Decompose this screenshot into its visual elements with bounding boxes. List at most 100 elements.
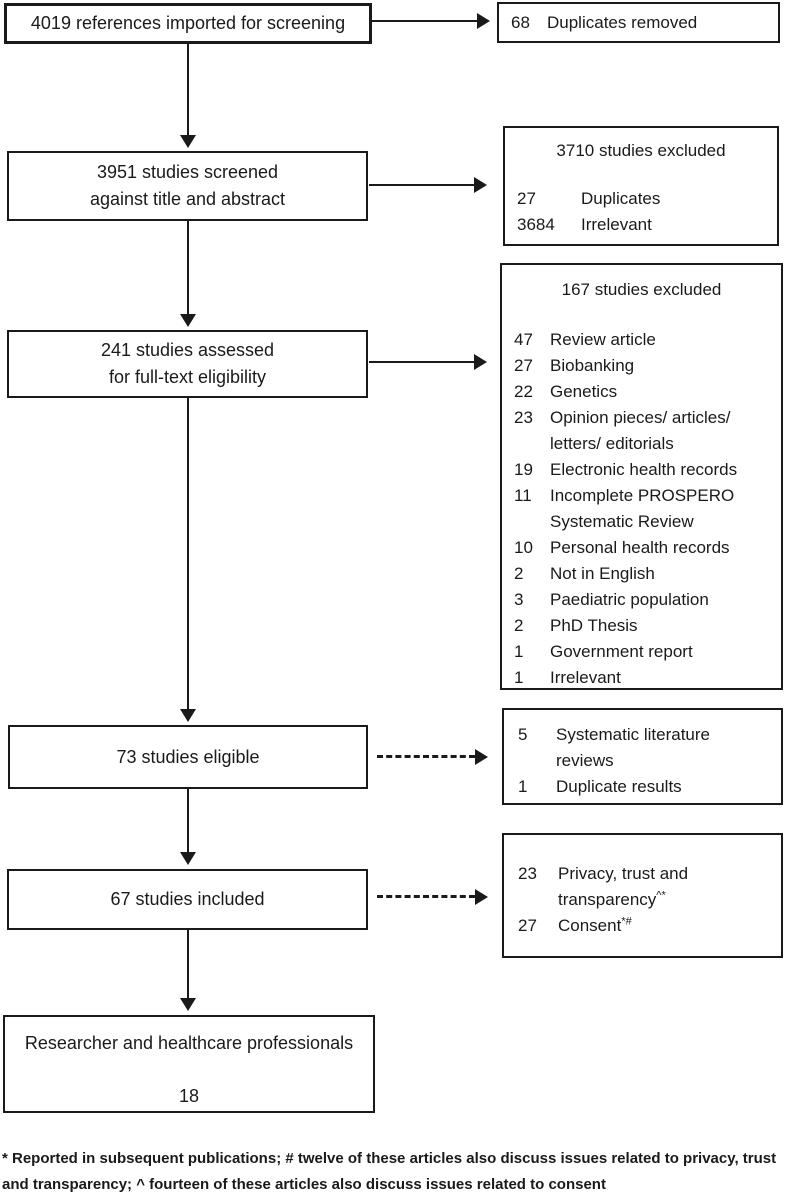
exclusion-item-count: 3684 — [517, 215, 555, 234]
exclusion-item: 10 Personal health records — [514, 535, 769, 561]
exclusion-item-label: Electronic health records — [550, 460, 738, 479]
arrow-screened-to-excluded-head-icon — [474, 177, 487, 193]
studies-included-text: 67 studies included — [110, 889, 265, 909]
exclusion-item-label: Incomplete PROSPERO Systematic Review — [550, 486, 735, 531]
exclusion-item-label: Genetics — [550, 382, 618, 401]
arrow-eligible-to-notes-dashed-line — [377, 755, 475, 758]
arrow-screened-to-assessed-line — [187, 221, 189, 315]
box-included-side-notes: 23 Privacy, trust and transparency^* 27 … — [502, 833, 783, 958]
arrow-included-to-final-line — [187, 930, 189, 999]
arrow-eligible-to-notes-head-icon — [475, 749, 488, 765]
box-duplicates-removed: 68 Duplicates removed — [497, 2, 780, 43]
arrow-screened-to-assessed-head-icon — [180, 314, 196, 327]
exclusion-item-label: Opinion pieces/ articles/ letters/ edito… — [550, 408, 731, 453]
exclusion-item: 3 Paediatric population — [514, 587, 769, 613]
exclusion-item-label: Irrelevant — [550, 668, 621, 687]
note-item-count: 1 — [518, 777, 528, 796]
exclusion-item-count: 2 — [514, 616, 524, 635]
exclusion-item: 27 Duplicates — [517, 186, 765, 212]
exclusion-item-count: 47 — [514, 330, 533, 349]
references-imported-text: 4019 references imported for screening — [30, 13, 346, 33]
arrow-assessed-to-excluded-line — [369, 361, 474, 363]
arrow-included-to-notes-head-icon — [475, 889, 488, 905]
exclusion-item-count: 22 — [514, 382, 533, 401]
box-studies-eligible: 73 studies eligible — [8, 725, 368, 789]
note-item-label: Systematic literature reviews — [556, 725, 710, 770]
exclusion-item-count: 23 — [514, 408, 533, 427]
exclusion-item-count: 19 — [514, 460, 533, 479]
box-excluded-title-abstract: 3710 studies excluded 27 Duplicates 3684… — [503, 126, 779, 246]
box-studies-included: 67 studies included — [7, 869, 368, 930]
note-item-count: 5 — [518, 725, 528, 744]
exclusion-item-count: 27 — [514, 356, 533, 375]
box-studies-screened: 3951 studies screened against title and … — [7, 151, 368, 221]
note-item-superscript: *# — [621, 915, 632, 928]
arrow-eligible-to-included-line — [187, 789, 189, 853]
arrow-imported-to-screened-line — [187, 44, 189, 136]
exclusion-item-label: Duplicates — [581, 189, 661, 208]
exclusion-item: 27 Biobanking — [514, 353, 769, 379]
exclusion-item-count: 10 — [514, 538, 533, 557]
note-item-label: Duplicate results — [556, 777, 682, 796]
exclusion-item-count: 1 — [514, 668, 524, 687]
exclusion-item: 22 Genetics — [514, 379, 769, 405]
exclusion-item: 11 Incomplete PROSPERO Systematic Review — [514, 483, 769, 535]
box-eligible-side-notes: 5 Systematic literature reviews 1 Duplic… — [502, 708, 783, 805]
excluded-fulltext-title: 167 studies excluded — [561, 280, 722, 299]
excluded-screening-title: 3710 studies excluded — [556, 141, 726, 160]
arrow-imported-to-duplicates-line — [372, 20, 477, 22]
exclusion-item: 47 Review article — [514, 327, 769, 353]
studies-eligible-text: 73 studies eligible — [116, 746, 260, 767]
exclusion-item-count: 11 — [514, 486, 532, 505]
arrow-imported-to-duplicates-head-icon — [477, 13, 490, 29]
exclusion-item: 1 Government report — [514, 639, 769, 665]
exclusion-item-label: Review article — [550, 330, 656, 349]
box-studies-assessed: 241 studies assessed for full-text eligi… — [7, 330, 368, 398]
box-final-group: Researcher and healthcare professionals … — [3, 1015, 375, 1113]
note-item: 5 Systematic literature reviews — [518, 722, 769, 774]
arrow-assessed-to-eligible-line — [187, 398, 189, 710]
arrow-assessed-to-eligible-head-icon — [180, 709, 196, 722]
box-references-imported: 4019 references imported for screening — [4, 3, 372, 44]
exclusion-item-label: Government report — [550, 642, 693, 661]
arrow-included-to-notes-dashed-line — [377, 895, 475, 898]
studies-assessed-line1: 241 studies assessed — [100, 340, 275, 360]
exclusion-item-label: Irrelevant — [581, 215, 652, 234]
exclusion-item-count: 1 — [514, 642, 524, 661]
final-group-count: 18 — [178, 1086, 200, 1106]
note-item-count: 23 — [518, 864, 537, 883]
studies-screened-line1: 3951 studies screened — [96, 162, 279, 182]
exclusion-item: 3684 Irrelevant — [517, 212, 765, 238]
exclusion-item-label: Personal health records — [550, 538, 730, 557]
duplicates-removed-label: Duplicates removed — [547, 12, 698, 32]
exclusion-item: 19 Electronic health records — [514, 457, 769, 483]
note-item-count: 27 — [518, 916, 537, 935]
excluded-screening-list: 27 Duplicates 3684 Irrelevant — [517, 186, 765, 238]
note-item-label: Consent*# — [558, 913, 769, 939]
exclusion-item-label: Not in English — [550, 564, 655, 583]
exclusion-item-label: Biobanking — [550, 356, 635, 375]
exclusion-item-count: 27 — [517, 189, 536, 208]
arrow-eligible-to-included-head-icon — [180, 852, 196, 865]
excluded-fulltext-list: 47 Review article 27 Biobanking 22 Genet… — [514, 327, 769, 691]
note-item: 27 Consent*# — [518, 913, 769, 939]
exclusion-item: 1 Irrelevant — [514, 665, 769, 691]
exclusion-item-label: PhD Thesis — [550, 616, 638, 635]
arrow-imported-to-screened-head-icon — [180, 135, 196, 148]
exclusion-item: 2 PhD Thesis — [514, 613, 769, 639]
note-item: 23 Privacy, trust and transparency^* — [518, 861, 769, 913]
footnote-text: * Reported in subsequent publications; #… — [2, 1150, 777, 1193]
exclusion-item-count: 2 — [514, 564, 524, 583]
note-item: 1 Duplicate results — [518, 774, 769, 800]
note-item-label: Privacy, trust and transparency^* — [558, 861, 769, 913]
note-item-label-text: Consent — [558, 916, 622, 935]
exclusion-item: 23 Opinion pieces/ articles/ letters/ ed… — [514, 405, 769, 457]
arrow-assessed-to-excluded-head-icon — [474, 354, 487, 370]
arrow-screened-to-excluded-line — [369, 184, 474, 186]
note-item-superscript: ^* — [656, 889, 666, 902]
exclusion-item-count: 3 — [514, 590, 524, 609]
arrow-included-to-final-head-icon — [180, 998, 196, 1011]
note-item-label-text: Privacy, trust and transparency — [558, 864, 689, 909]
studies-assessed-line2: for full-text eligibility — [108, 367, 267, 387]
